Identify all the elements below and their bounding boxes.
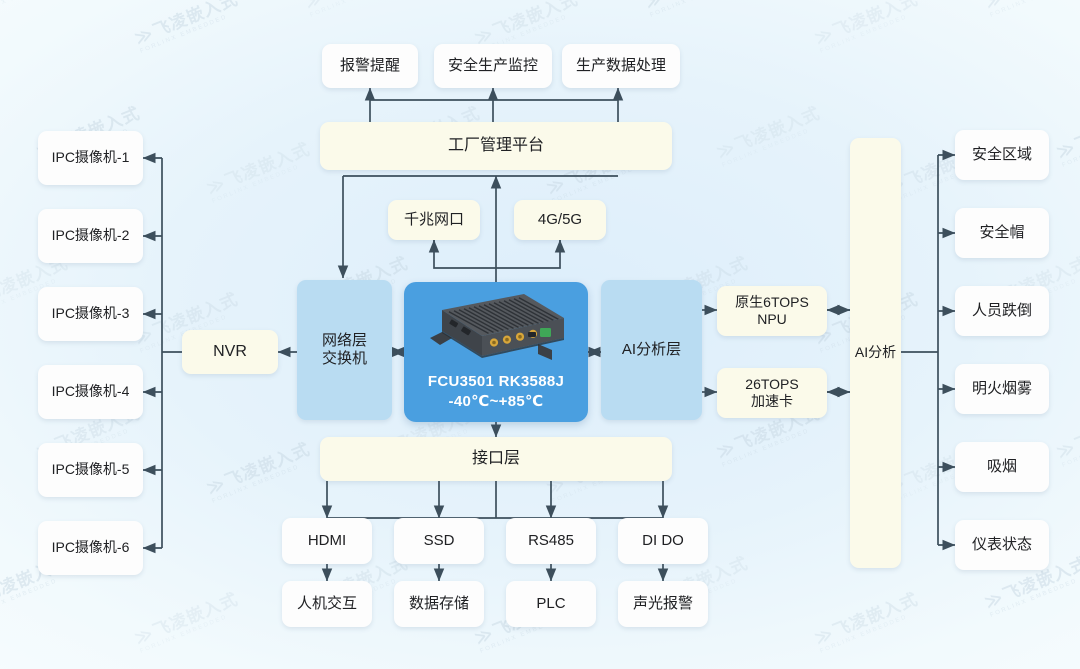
target-box-audible-alarm[interactable]: 声光报警 xyxy=(618,581,708,627)
accelerator-card-line2: 加速卡 xyxy=(751,393,793,409)
nvr-box[interactable]: NVR xyxy=(182,330,278,374)
detection-box-helmet-label: 安全帽 xyxy=(979,223,1025,241)
interface-box-di-do-label: DI DO xyxy=(642,531,684,549)
accelerator-card-line1: 26TOPS xyxy=(745,375,799,392)
device-temperature-text: -40℃~+85℃ xyxy=(448,392,544,410)
accelerator-box-card[interactable]: 26TOPS 加速卡 xyxy=(717,368,827,418)
detection-box-smoking-label: 吸烟 xyxy=(986,457,1017,475)
interface-box-ssd[interactable]: SSD xyxy=(394,518,484,564)
camera-box-1[interactable]: IPC摄像机-1 xyxy=(38,131,143,185)
detection-box-person-fall[interactable]: 人员跌倒 xyxy=(955,286,1049,336)
detection-box-meter-status[interactable]: 仪表状态 xyxy=(955,520,1049,570)
interface-box-hdmi[interactable]: HDMI xyxy=(282,518,372,564)
detection-box-safe-area-label: 安全区域 xyxy=(971,145,1032,163)
port-box-4g-5g-label: 4G/5G xyxy=(537,210,583,228)
camera-box-1-label: IPC摄像机-1 xyxy=(51,149,130,166)
ai-analysis-layer-label: AI分析层 xyxy=(621,340,682,358)
device-model-label: FCU3501 RK3588J -40℃~+85℃ xyxy=(404,372,588,411)
camera-box-4[interactable]: IPC摄像机-4 xyxy=(38,365,143,419)
ai-analysis-column-label: AI分析 xyxy=(854,344,897,361)
target-box-data-storage-label: 数据存储 xyxy=(408,594,469,612)
detection-box-fire-smoke[interactable]: 明火烟雾 xyxy=(955,364,1049,414)
network-layer-line2: 交换机 xyxy=(321,350,367,367)
interface-box-di-do[interactable]: DI DO xyxy=(618,518,708,564)
detection-box-person-fall-label: 人员跌倒 xyxy=(971,301,1032,319)
camera-box-3-label: IPC摄像机-3 xyxy=(51,305,130,322)
app-box-safety-monitoring[interactable]: 安全生产监控 xyxy=(434,44,552,88)
camera-box-6-label: IPC摄像机-6 xyxy=(51,539,130,556)
detection-box-meter-status-label: 仪表状态 xyxy=(971,535,1032,553)
interface-layer-box[interactable]: 接口层 xyxy=(320,437,672,481)
target-box-plc[interactable]: PLC xyxy=(506,581,596,627)
camera-box-3[interactable]: IPC摄像机-3 xyxy=(38,287,143,341)
app-box-alarm[interactable]: 报警提醒 xyxy=(322,44,418,88)
device-photo xyxy=(412,288,580,370)
app-box-production-data-label: 生产数据处理 xyxy=(575,56,666,74)
accelerator-npu-line2: NPU xyxy=(757,311,787,327)
port-box-gigabit-ethernet[interactable]: 千兆网口 xyxy=(388,200,480,240)
camera-box-5-label: IPC摄像机-5 xyxy=(51,461,130,478)
target-box-hmi-label: 人机交互 xyxy=(296,594,357,612)
network-layer-line1: 网络层 xyxy=(321,331,367,349)
app-box-production-data[interactable]: 生产数据处理 xyxy=(562,44,680,88)
port-box-gigabit-ethernet-label: 千兆网口 xyxy=(403,210,464,228)
accelerator-box-npu[interactable]: 原生6TOPS NPU xyxy=(717,286,827,336)
port-box-4g-5g[interactable]: 4G/5G xyxy=(514,200,606,240)
interface-box-ssd-label: SSD xyxy=(423,531,455,549)
accelerator-npu-line1: 原生6TOPS xyxy=(735,293,809,310)
target-box-hmi[interactable]: 人机交互 xyxy=(282,581,372,627)
nvr-box-label: NVR xyxy=(213,343,247,361)
ai-analysis-layer-box[interactable]: AI分析层 xyxy=(601,280,702,420)
app-box-safety-monitoring-label: 安全生产监控 xyxy=(447,56,538,74)
factory-management-platform[interactable]: 工厂管理平台 xyxy=(320,122,672,170)
device-model-text: FCU3501 RK3588J xyxy=(427,373,565,390)
target-box-plc-label: PLC xyxy=(536,594,566,612)
detection-box-fire-smoke-label: 明火烟雾 xyxy=(971,379,1032,397)
camera-box-5[interactable]: IPC摄像机-5 xyxy=(38,443,143,497)
detection-box-safe-area[interactable]: 安全区域 xyxy=(955,130,1049,180)
camera-box-2[interactable]: IPC摄像机-2 xyxy=(38,209,143,263)
interface-box-rs485[interactable]: RS485 xyxy=(506,518,596,564)
detection-box-helmet[interactable]: 安全帽 xyxy=(955,208,1049,258)
app-box-alarm-label: 报警提醒 xyxy=(339,56,400,74)
detection-box-smoking[interactable]: 吸烟 xyxy=(955,442,1049,492)
camera-box-6[interactable]: IPC摄像机-6 xyxy=(38,521,143,575)
interface-box-hdmi-label: HDMI xyxy=(307,531,347,549)
ai-analysis-column-box[interactable]: AI分析 xyxy=(850,138,901,568)
interface-box-rs485-label: RS485 xyxy=(528,531,574,549)
interface-layer-label: 接口层 xyxy=(471,450,520,468)
target-box-audible-alarm-label: 声光报警 xyxy=(632,594,693,612)
network-layer-switch-box[interactable]: 网络层 交换机 xyxy=(297,280,392,420)
camera-box-4-label: IPC摄像机-4 xyxy=(51,383,130,400)
target-box-data-storage[interactable]: 数据存储 xyxy=(394,581,484,627)
factory-management-platform-label: 工厂管理平台 xyxy=(447,137,544,155)
camera-box-2-label: IPC摄像机-2 xyxy=(51,227,130,244)
